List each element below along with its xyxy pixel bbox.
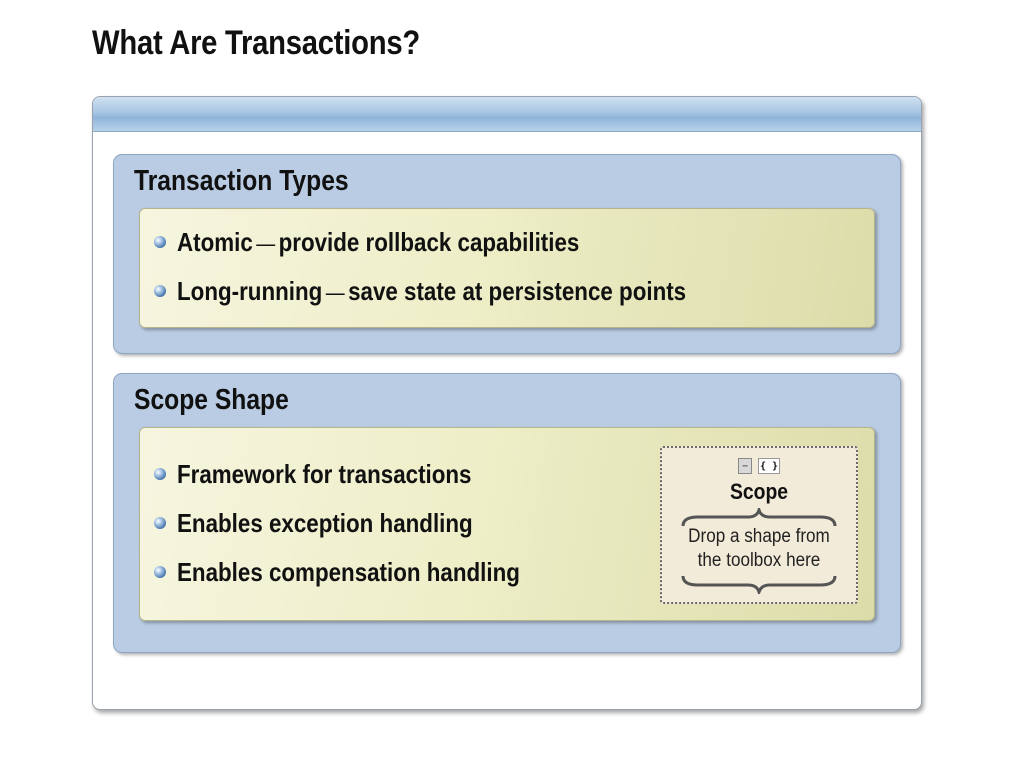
scope-shape-heading: Scope Shape — [134, 384, 289, 416]
item-term: Long-running — [177, 275, 323, 306]
scope-shape-content: Framework for transactions Enables excep… — [139, 427, 875, 621]
scope-shape-drop-zone[interactable]: − { } Scope Drop a shape from the toolbo… — [660, 446, 858, 604]
transaction-types-heading: Transaction Types — [134, 165, 349, 197]
bullet-icon — [154, 566, 166, 578]
bullet-icon — [154, 468, 166, 480]
item-description: provide rollback capabilities — [278, 226, 580, 257]
list-item: Enables exception handling — [154, 507, 521, 539]
brace-top-icon — [681, 508, 837, 527]
brace-bottom-icon — [681, 575, 837, 594]
item-separator: — — [325, 279, 345, 305]
scope-shape-panel: Scope Shape Framework for transactions E… — [113, 373, 901, 653]
braces-icon: { } — [758, 458, 780, 474]
item-separator: — — [256, 230, 276, 256]
item-description: save state at persistence points — [348, 275, 687, 306]
list-item: Enables compensation handling — [154, 556, 576, 588]
bullet-icon — [154, 236, 166, 248]
item-term: Atomic — [177, 226, 253, 257]
collapse-toggle[interactable]: − — [738, 458, 752, 474]
list-item-text: Enables exception handling — [177, 507, 473, 538]
list-item: Framework for transactions — [154, 458, 519, 490]
transaction-types-panel: Transaction Types Atomic—provide rollbac… — [113, 154, 901, 354]
drop-hint-text: Drop a shape from the toolbox here — [688, 526, 830, 571]
slide-title: What Are Transactions? — [92, 24, 420, 62]
bullet-icon — [154, 285, 166, 297]
list-item: Atomic—provide rollback capabilities — [154, 226, 645, 258]
list-item-text: Framework for transactions — [177, 458, 472, 489]
list-item: Long-running—save state at persistence p… — [154, 275, 769, 307]
frame-header-bar — [93, 97, 921, 132]
list-item-text: Enables compensation handling — [177, 556, 520, 587]
transaction-types-list: Atomic—provide rollback capabilities Lon… — [139, 208, 875, 328]
content-frame: Transaction Types Atomic—provide rollbac… — [92, 96, 922, 710]
bullet-icon — [154, 517, 166, 529]
scope-shape-label: Scope — [729, 479, 789, 504]
